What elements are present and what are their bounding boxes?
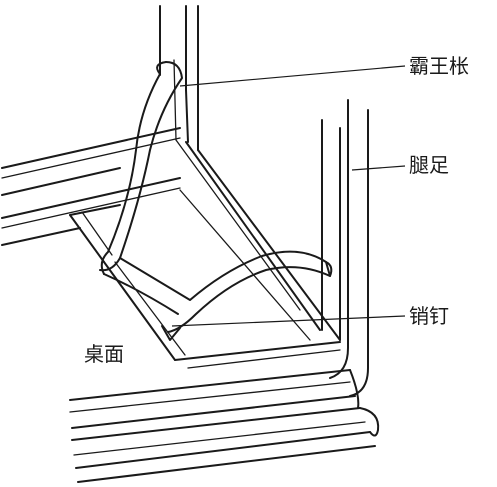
leader-lines <box>171 65 406 327</box>
label-bawangcheng: 霸王枨 <box>409 54 469 78</box>
inner-frame <box>69 139 341 369</box>
label-pin: 销钉 <box>409 304 449 328</box>
tabletop-edge <box>69 369 380 483</box>
bawangcheng-brace <box>99 61 333 341</box>
front-leg <box>321 99 369 397</box>
leader-pin <box>171 315 406 327</box>
label-tabletop: 桌面 <box>84 342 124 366</box>
back-apron <box>1 127 181 246</box>
label-leg: 腿足 <box>409 153 449 177</box>
leader-leg <box>351 165 406 171</box>
leader-bawangcheng <box>179 65 406 87</box>
